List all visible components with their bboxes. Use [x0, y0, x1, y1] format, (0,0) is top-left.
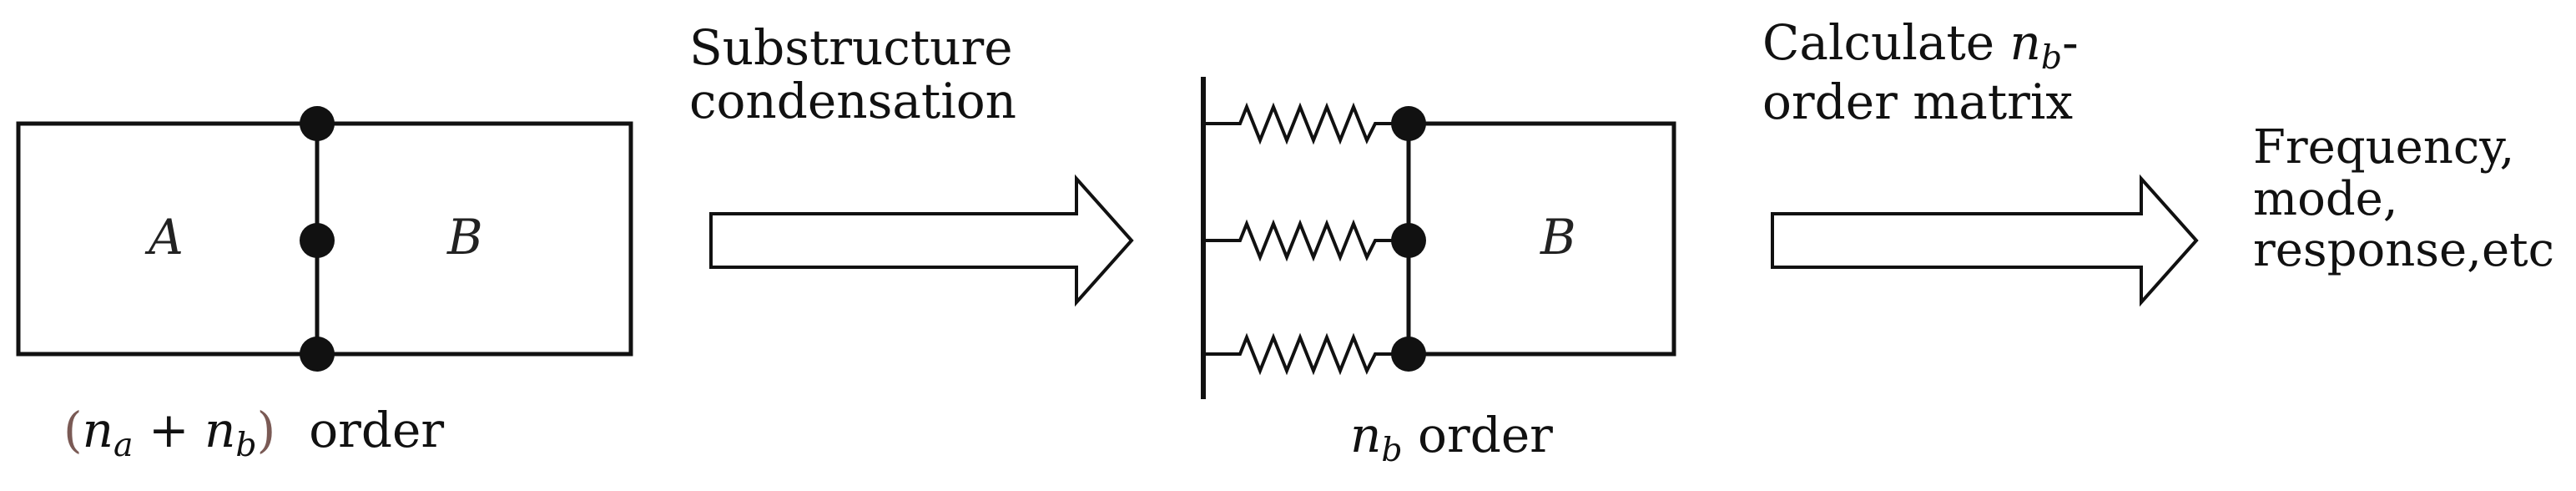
spring-top	[1203, 102, 1409, 145]
step2-label: Calculate nb- order matrix	[1762, 14, 2079, 131]
condensed-node-bottom	[1391, 337, 1426, 372]
condensed-system	[1201, 77, 1676, 399]
condensed-outline	[1409, 121, 1676, 357]
caption-open-paren: (	[63, 402, 83, 458]
caption-order-word: order	[309, 402, 445, 458]
condensed-caption-n: n	[1350, 407, 1382, 463]
step2-n: n	[2009, 14, 2041, 71]
caption-n-b: n	[204, 402, 236, 458]
condensed-node-top	[1391, 106, 1426, 141]
step2-dash: -	[2062, 14, 2079, 71]
condensation-arrow	[709, 174, 1134, 307]
spring-middle	[1203, 219, 1409, 262]
condensed-caption-subscript-b: b	[1381, 431, 1403, 470]
caption-close-paren: )	[256, 402, 276, 458]
interface-node-bottom	[300, 337, 335, 372]
step2-line2: order matrix	[1762, 73, 2074, 131]
interface-node-middle	[300, 223, 335, 258]
step2-prefix: Calculate	[1762, 14, 2010, 71]
condensed-order-caption: nb order	[1350, 407, 1553, 470]
label-region-a: A	[149, 209, 184, 266]
spring-bottom	[1203, 332, 1409, 376]
result-line3: response,etc	[2253, 223, 2554, 278]
label-region-b: B	[447, 209, 483, 266]
caption-subscript-a: a	[113, 426, 134, 465]
full-system-order-caption: (na + nb)order	[63, 402, 445, 465]
label-condensed-b: B	[1540, 209, 1576, 266]
step1-line1: Substructure	[689, 19, 1013, 76]
condensed-caption-word: order	[1402, 407, 1553, 463]
step1-label: Substructure condensation	[689, 19, 1017, 129]
result-line2: mode,	[2253, 171, 2398, 226]
caption-subscript-b: b	[235, 426, 257, 465]
step2-subscript-b: b	[2040, 38, 2063, 78]
result-line1: Frequency,	[2253, 120, 2515, 175]
caption-n-a: n	[82, 402, 113, 458]
calculation-arrow	[1771, 174, 2199, 307]
step2-line1: Calculate nb-	[1762, 14, 2079, 78]
condensed-node-middle	[1391, 223, 1426, 258]
interface-node-top	[300, 106, 335, 141]
result-label: Frequency, mode, response,etc	[2253, 122, 2554, 276]
step1-line2: condensation	[689, 72, 1017, 129]
caption-plus: +	[133, 402, 204, 458]
full-system	[16, 106, 633, 372]
